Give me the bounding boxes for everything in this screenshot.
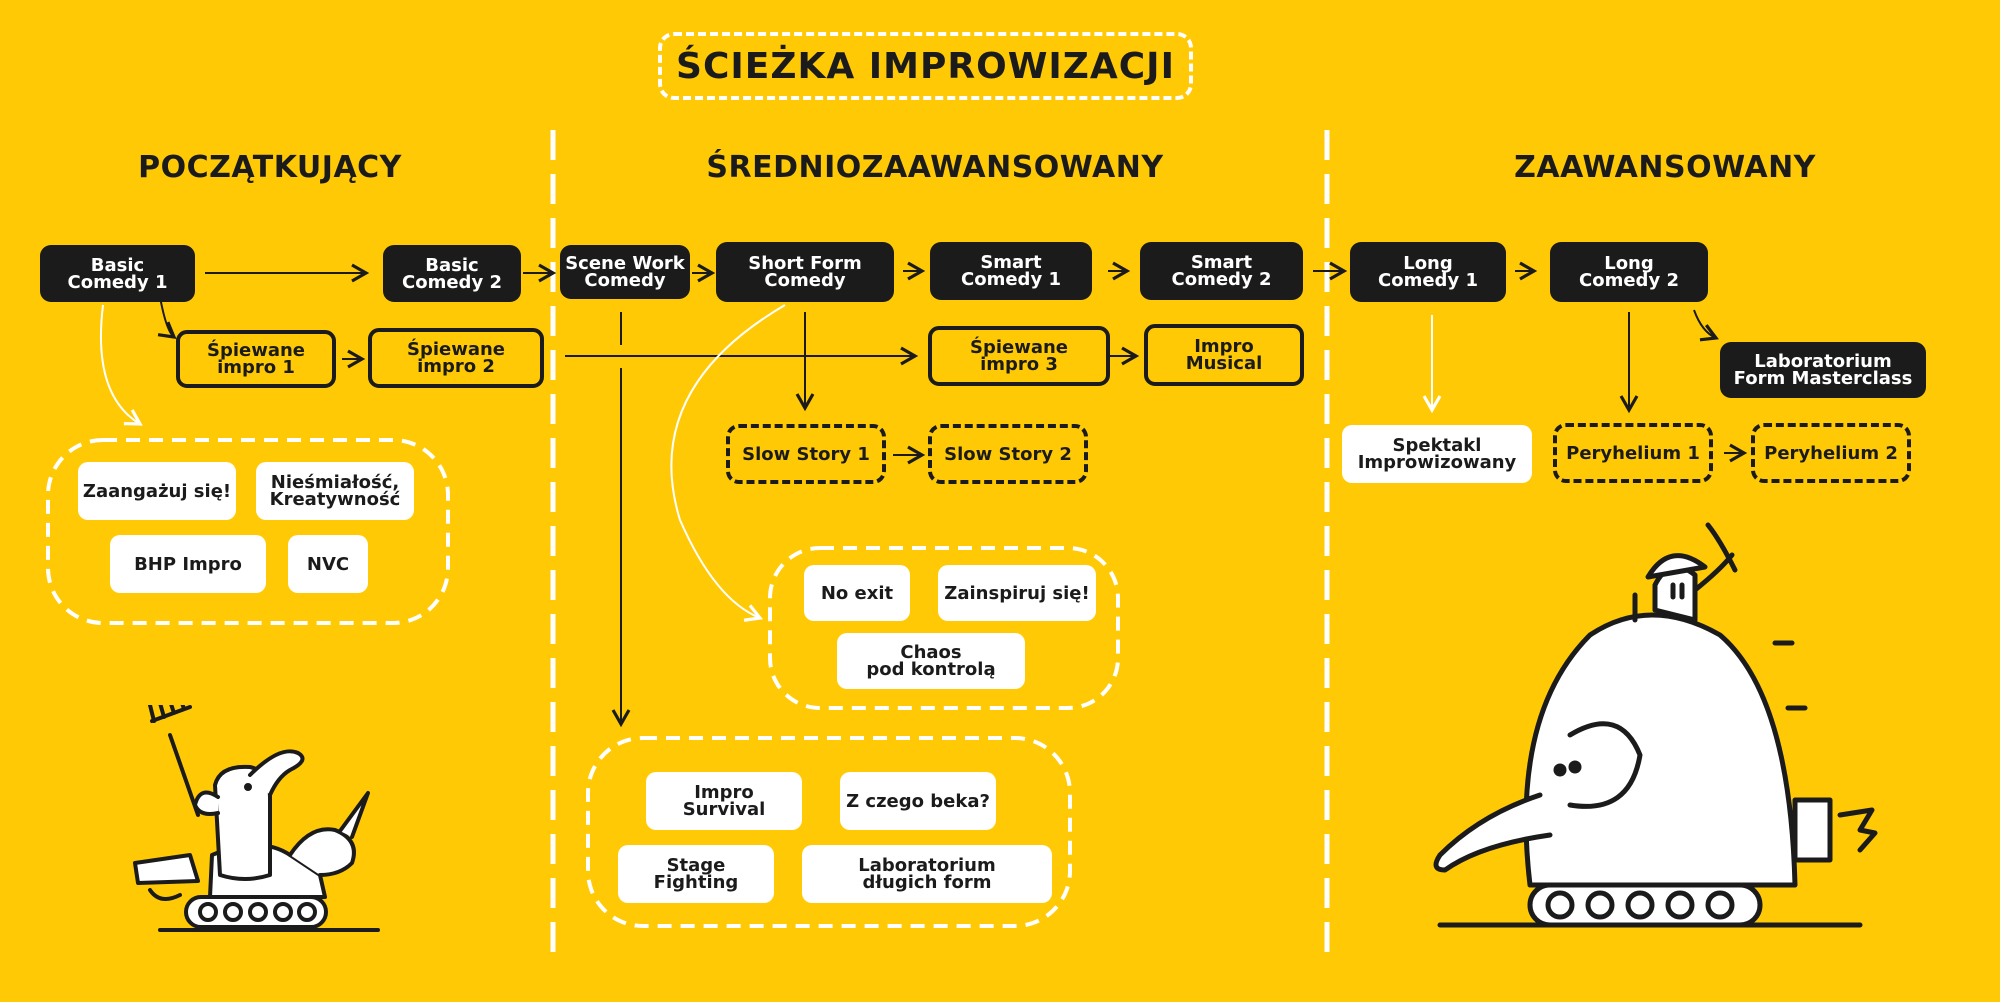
course-smart-comedy-1[interactable]: Smart Comedy 1: [930, 242, 1092, 300]
course-spiewane-impro-3[interactable]: Śpiewane impro 3: [928, 326, 1110, 386]
course-basic-comedy-2[interactable]: Basic Comedy 2: [383, 245, 521, 302]
workshop-label: Laboratorium długich form: [858, 855, 996, 893]
course-label: Slow Story 2: [944, 443, 1072, 465]
course-label: Śpiewane impro 2: [406, 339, 506, 377]
course-long-comedy-2[interactable]: Long Comedy 2: [1550, 242, 1708, 302]
title-frame: ŚCIEŻKA IMPROWIZACJI: [658, 32, 1193, 100]
arrow-sfc-workshops: [670, 304, 786, 622]
course-smart-comedy-2[interactable]: Smart Comedy 2: [1140, 242, 1303, 300]
course-scene-work-comedy[interactable]: Scene Work Comedy: [560, 245, 690, 299]
course-long-comedy-1[interactable]: Long Comedy 1: [1350, 242, 1506, 302]
course-spiewane-impro-2[interactable]: Śpiewane impro 2: [368, 328, 544, 388]
workshop-label: Nieśmiałość, Kreatywność: [269, 472, 401, 510]
course-label: Smart Comedy 1: [961, 252, 1061, 290]
course-label: Śpiewane impro 3: [969, 337, 1069, 375]
level-heading-beginner: POCZĄTKUJĄCY: [138, 150, 402, 185]
course-label: Slow Story 1: [742, 443, 870, 465]
course-laboratorium-form-masterclass[interactable]: Laboratorium Form Masterclass: [1720, 342, 1926, 398]
workshop-z-czego-beka[interactable]: Z czego beka?: [840, 772, 996, 830]
course-slow-story-1[interactable]: Slow Story 1: [726, 424, 886, 484]
workshop-zainspiruj-sie[interactable]: Zainspiruj się!: [938, 565, 1096, 621]
course-label: Short Form Comedy: [748, 253, 862, 291]
workshop-bhp-impro[interactable]: BHP Impro: [110, 535, 266, 593]
course-label: Smart Comedy 2: [1171, 252, 1272, 290]
course-label: Peryhelium 2: [1764, 442, 1898, 464]
workshop-label: Chaos pod kontrolą: [866, 642, 996, 680]
course-label: Long Comedy 1: [1378, 253, 1478, 291]
course-spiewane-impro-1[interactable]: Śpiewane impro 1: [176, 330, 336, 388]
workshop-zaangazuj-sie[interactable]: Zaangażuj się!: [78, 462, 236, 520]
workshop-impro-survival[interactable]: Impro Survival: [646, 772, 802, 830]
workshop-stage-fighting[interactable]: Stage Fighting: [618, 845, 774, 903]
workshop-label: Z czego beka?: [846, 790, 990, 812]
course-label: Spektakl Improwizowany: [1357, 435, 1517, 473]
workshop-chaos-pod-kontrola[interactable]: Chaos pod kontrolą: [837, 633, 1025, 689]
workshop-label: Zainspiruj się!: [944, 582, 1090, 604]
course-label: Peryhelium 1: [1566, 442, 1700, 464]
workshop-group-mid-lower: [586, 736, 1072, 928]
workshop-group-beginner: [46, 438, 450, 625]
level-heading-intermediate: ŚREDNIOZAAWANSOWANY: [706, 150, 1164, 185]
workshop-label: BHP Impro: [134, 553, 242, 575]
workshop-label: No exit: [820, 582, 894, 604]
course-label: Śpiewane impro 1: [206, 340, 306, 378]
course-short-form-comedy[interactable]: Short Form Comedy: [716, 242, 894, 302]
workshop-label: Stage Fighting: [653, 855, 739, 893]
workshop-group-mid-upper: [768, 546, 1120, 710]
course-label: Laboratorium Form Masterclass: [1733, 351, 1913, 389]
workshop-niesmialosc[interactable]: Nieśmiałość, Kreatywność: [256, 462, 414, 520]
course-label: Impro Musical: [1185, 336, 1263, 374]
course-label: Basic Comedy 1: [67, 254, 168, 293]
workshop-label: Zaangażuj się!: [82, 480, 232, 502]
course-peryhelium-2[interactable]: Peryhelium 2: [1751, 423, 1911, 483]
page-title: ŚCIEŻKA IMPROWIZACJI: [676, 45, 1175, 87]
course-spektakl-improwizowany[interactable]: Spektakl Improwizowany: [1342, 425, 1532, 483]
course-label: Long Comedy 2: [1579, 253, 1679, 291]
course-slow-story-2[interactable]: Slow Story 2: [928, 424, 1088, 484]
elephant-knight-illustration: [133, 705, 380, 932]
course-impro-musical[interactable]: Impro Musical: [1144, 324, 1304, 386]
workshop-no-exit[interactable]: No exit: [804, 565, 910, 621]
arrow-lc2-lab: [1693, 309, 1719, 342]
course-label: Basic Comedy 2: [402, 254, 502, 293]
course-peryhelium-1[interactable]: Peryhelium 1: [1553, 423, 1713, 483]
workshop-nvc[interactable]: NVC: [288, 535, 368, 593]
level-heading-advanced: ZAAWANSOWANY: [1514, 150, 1816, 185]
workshop-laboratorium-dlugich-form[interactable]: Laboratorium długich form: [802, 845, 1052, 903]
workshop-label: NVC: [306, 553, 350, 575]
course-basic-comedy-1[interactable]: Basic Comedy 1: [40, 245, 195, 302]
course-label: Scene Work Comedy: [565, 253, 685, 291]
arrow-bc1-workshops: [99, 304, 143, 426]
workshop-label: Impro Survival: [682, 782, 766, 820]
elephant-tank-illustration: [1433, 522, 1878, 928]
